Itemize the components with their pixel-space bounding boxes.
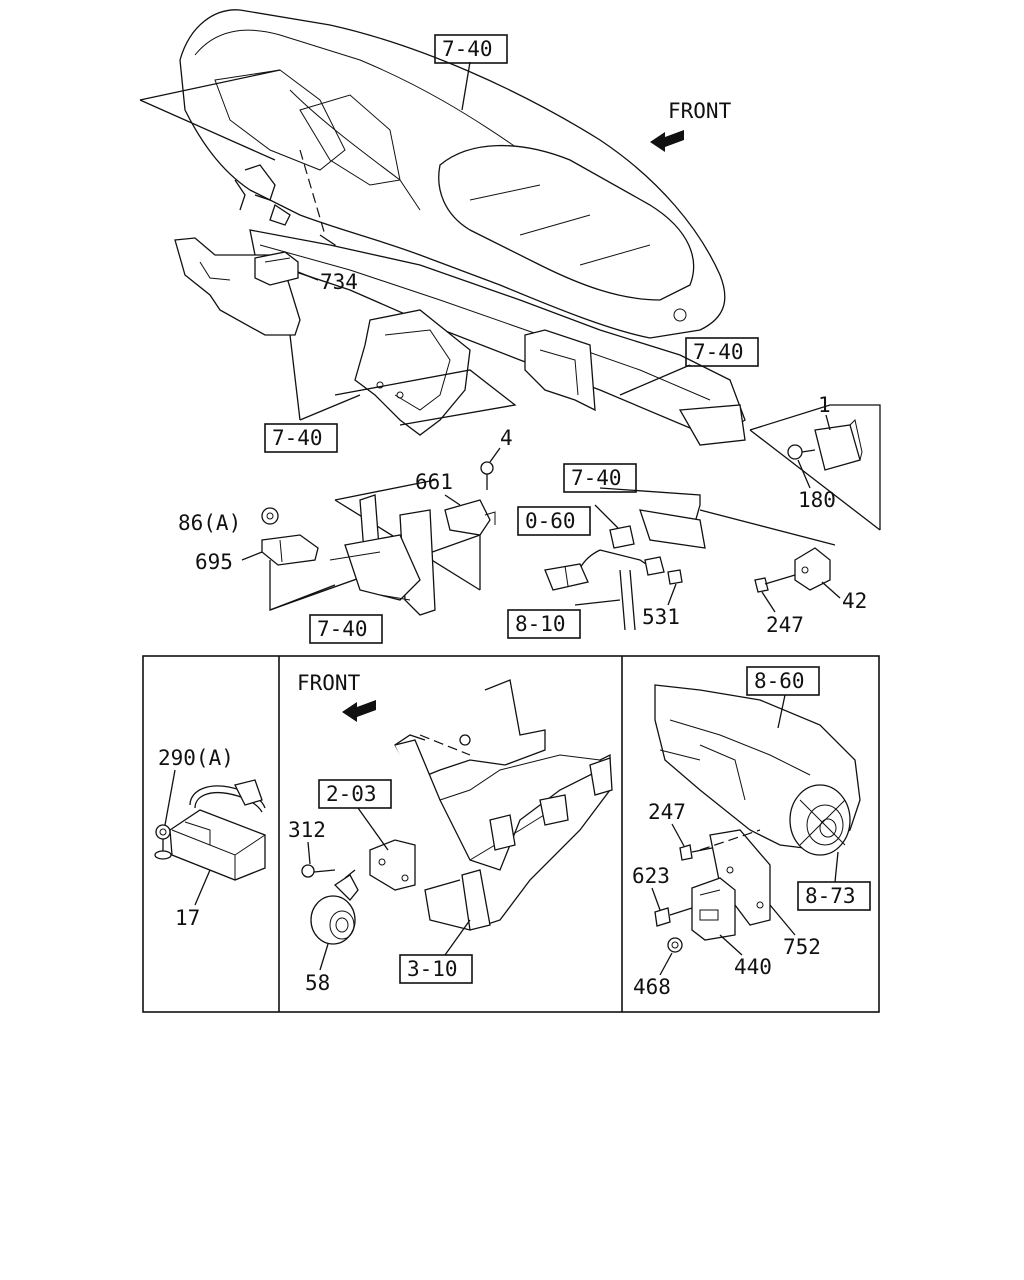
ref-label: 8-60 (754, 669, 805, 693)
right-panel: 8-60 8-73 247 623 468 440 752 (632, 666, 871, 999)
ref-label: 8-73 (805, 884, 856, 908)
part-number: 247 (766, 613, 804, 637)
part-number: 312 (288, 818, 326, 842)
part-number: 58 (305, 971, 330, 995)
ref-box-0-60: 0-60 (517, 506, 591, 536)
left-panel: 290(A) 17 (154, 746, 266, 930)
front-label: FRONT (297, 671, 361, 695)
ref-label: 8-10 (515, 612, 566, 636)
part-number: 290(A) (158, 746, 234, 770)
ref-box-7-40-e: 7-40 (309, 614, 383, 644)
part-number: 1 (818, 393, 831, 417)
lower-frame-drawing (261, 461, 496, 616)
left-bracket-drawing (174, 237, 361, 421)
front-label: FRONT (668, 99, 732, 123)
ref-box-7-40-a: 7-40 (434, 34, 508, 64)
part-number: 734 (320, 270, 358, 294)
center-support-drawing (334, 309, 517, 436)
ref-label: 7-40 (442, 37, 493, 61)
part-number: 4 (500, 426, 513, 450)
ref-label: 0-60 (525, 509, 576, 533)
part-number: 86(A) (178, 511, 241, 535)
cross-member-drawing (249, 229, 746, 446)
middle-panel: FRONT 2-03 3-10 312 58 (288, 671, 613, 995)
part-number: 17 (175, 906, 200, 930)
part-number: 695 (195, 550, 233, 574)
part-number: 180 (798, 488, 836, 512)
part-number: 531 (642, 605, 680, 629)
part-number: 661 (415, 470, 453, 494)
ref-box-8-10: 8-10 (507, 609, 581, 639)
harness-drawing (544, 487, 706, 631)
part-number: 468 (633, 975, 671, 999)
ref-label: 7-40 (693, 340, 744, 364)
ref-label: 3-10 (407, 957, 458, 981)
ref-label: 2-03 (326, 782, 377, 806)
part-number: 752 (783, 935, 821, 959)
ref-box-7-40-c: 7-40 (264, 423, 338, 453)
ref-label: 7-40 (272, 426, 323, 450)
ref-box-7-40-b: 7-40 (685, 337, 759, 367)
ref-box-7-40-d: 7-40 (563, 463, 637, 493)
ref-label: 7-40 (317, 617, 368, 641)
part-number: 440 (734, 955, 772, 979)
part-number: 247 (648, 800, 686, 824)
bottom-panels-frame (142, 655, 880, 1013)
ref-label: 7-40 (571, 466, 622, 490)
part-number: 623 (632, 864, 670, 888)
front-arrow: FRONT (650, 99, 732, 152)
instrument-panel-drawing (139, 9, 726, 339)
right-module-drawing (699, 404, 881, 593)
part-number: 42 (842, 589, 867, 613)
